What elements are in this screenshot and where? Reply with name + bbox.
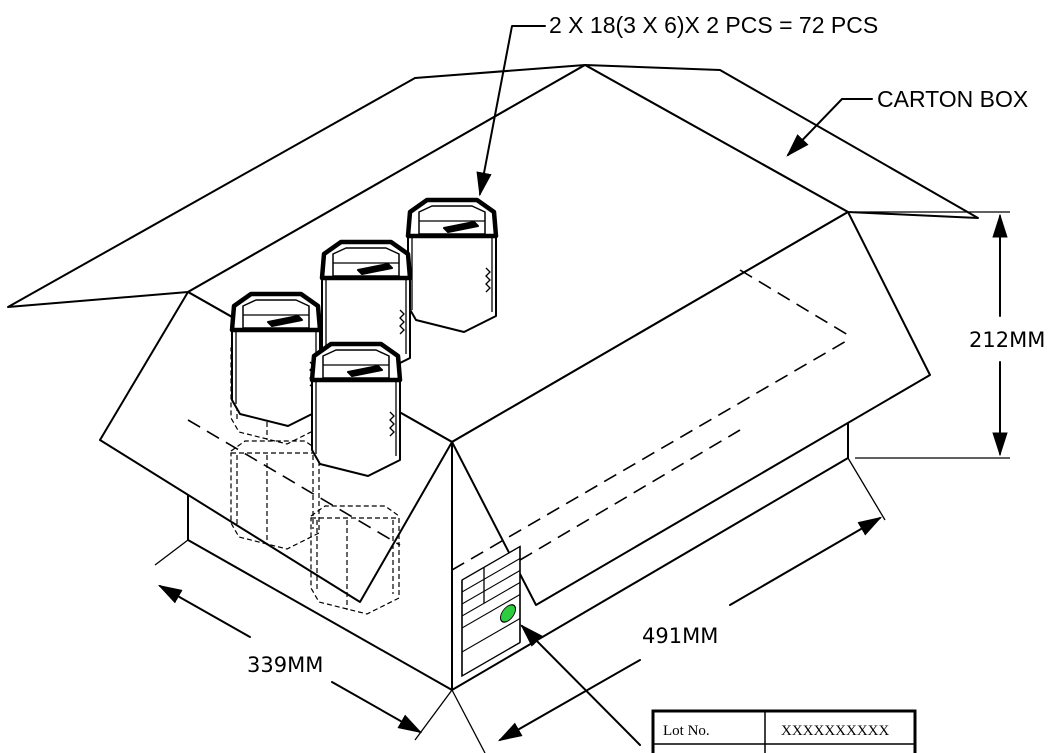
- container: [312, 344, 400, 476]
- container: [408, 200, 496, 332]
- container: [232, 294, 320, 426]
- length-dimension: 491MM: [451, 457, 886, 753]
- length-label: 491MM: [642, 624, 718, 648]
- width-label: 339MM: [247, 653, 323, 677]
- lot-no-label: Lot No.: [663, 723, 710, 739]
- quantity-callout: 2 X 18(3 X 6)X 2 PCS = 72 PCS: [476, 12, 878, 197]
- box-label: [461, 545, 521, 677]
- label-table: Lot No. XXXXXXXXXX: [651, 709, 917, 753]
- lot-no-value: XXXXXXXXXX: [781, 723, 889, 739]
- carton-text: CARTON BOX: [877, 86, 1028, 112]
- width-dimension: 339MM: [154, 539, 453, 741]
- carton-box: [7, 64, 979, 691]
- carton-callout: CARTON BOX: [786, 86, 1028, 157]
- green-dot-icon: [500, 604, 516, 623]
- front-right-flap: [451, 211, 931, 606]
- label-leader: [520, 624, 641, 746]
- quantity-text: 2 X 18(3 X 6)X 2 PCS = 72 PCS: [549, 12, 878, 38]
- height-label: 212MM: [969, 328, 1045, 352]
- height-dimension: 212MM: [855, 211, 1045, 459]
